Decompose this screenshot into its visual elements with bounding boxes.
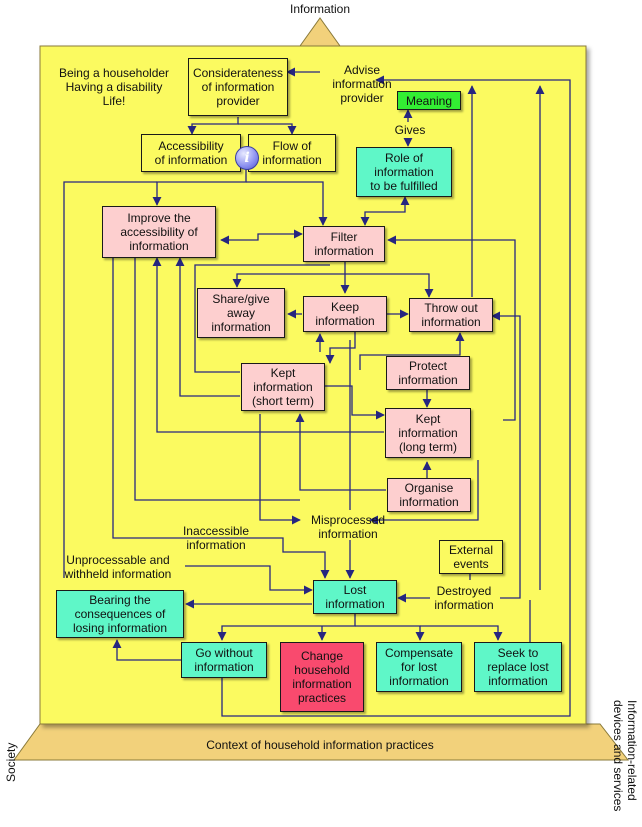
information-triangle	[299, 17, 341, 47]
lost-box: Lost information	[313, 580, 397, 614]
edge-to-misprocessed	[259, 414, 301, 525]
bearing-box: Bearing the consequences of losing infor…	[56, 590, 184, 638]
change-box: Change household information practices	[280, 642, 364, 712]
seek-box: Seek to replace lost information	[474, 642, 562, 692]
edge-short-long	[325, 385, 385, 420]
kept-short-box: Kept information (short term)	[241, 363, 325, 411]
throwout-box: Throw out information	[409, 298, 493, 332]
edge-filter-throw	[345, 273, 434, 298]
improve-box: Improve the accessibility of information	[102, 206, 216, 258]
edge-short-share	[194, 264, 330, 373]
devices-services-label: Information-related devices and services	[611, 700, 639, 812]
edge-keep-short	[325, 332, 356, 364]
flow-box: Flow of information	[248, 134, 336, 172]
edge-considerateness-split	[187, 117, 239, 135]
edge-short-improve	[175, 257, 240, 397]
advise-caption: Advise information provider	[332, 63, 392, 105]
destroyed-caption: Destroyed information	[434, 584, 494, 612]
edge-improve-filter	[220, 229, 303, 245]
edge-filter-split	[232, 273, 345, 288]
meaning-box: Meaning	[397, 91, 461, 110]
keep-box: Keep information	[303, 296, 387, 332]
context-label: Context of household information practic…	[206, 738, 434, 752]
society-label: Society	[4, 742, 18, 782]
information-label: Information	[289, 2, 351, 16]
householder-caption: Being a householder Having a disability …	[58, 66, 170, 108]
unprocessable-caption: Unprocessable and withheld information	[64, 553, 172, 581]
gowithout-box: Go without information	[181, 642, 267, 678]
edge-lost-seek	[420, 625, 503, 641]
share-box: Share/give away information	[197, 288, 285, 338]
compensate-box: Compensate for lost information	[376, 642, 462, 692]
gives-caption: Gives	[394, 123, 426, 137]
inaccessible-caption: Inaccessible information	[182, 524, 250, 552]
misprocessed-caption: Misprocessed information	[310, 513, 386, 541]
edge-bottom-loop	[221, 75, 571, 717]
external-box: External events	[439, 540, 503, 574]
organise-box: Organise information	[387, 478, 471, 512]
edge-unprocessable-lost	[185, 565, 313, 595]
edge-long-improve	[152, 257, 384, 433]
edge-improve-misproc	[134, 258, 300, 501]
edge-improve-inaccessible	[112, 258, 330, 579]
edge-protect-throw	[359, 332, 465, 370]
edge-organise-short	[295, 413, 386, 491]
edge-long-misprocessed	[369, 460, 479, 525]
info-icon: i	[235, 146, 259, 170]
role-box: Role of information to be fulfilled	[356, 147, 452, 197]
edge-role-filter	[360, 196, 410, 226]
edge-considerateness-flow	[238, 123, 297, 135]
edge-gowithout-bearing	[112, 639, 181, 661]
edge-icon-down	[152, 168, 247, 206]
edge-filter-right-loop	[387, 235, 516, 421]
considerateness-box: Considerateness of information provider	[188, 58, 288, 116]
accessibility-box: Accessibility of information	[141, 134, 241, 172]
filter-box: Filter information	[303, 226, 385, 262]
edge-icon-left	[63, 181, 157, 578]
edge-destroyed-right	[491, 311, 521, 599]
kept-long-box: Kept information (long term)	[385, 408, 471, 458]
edge-lost-options	[217, 614, 356, 641]
edge-icon-filter	[246, 181, 328, 226]
protect-box: Protect information	[386, 356, 470, 390]
